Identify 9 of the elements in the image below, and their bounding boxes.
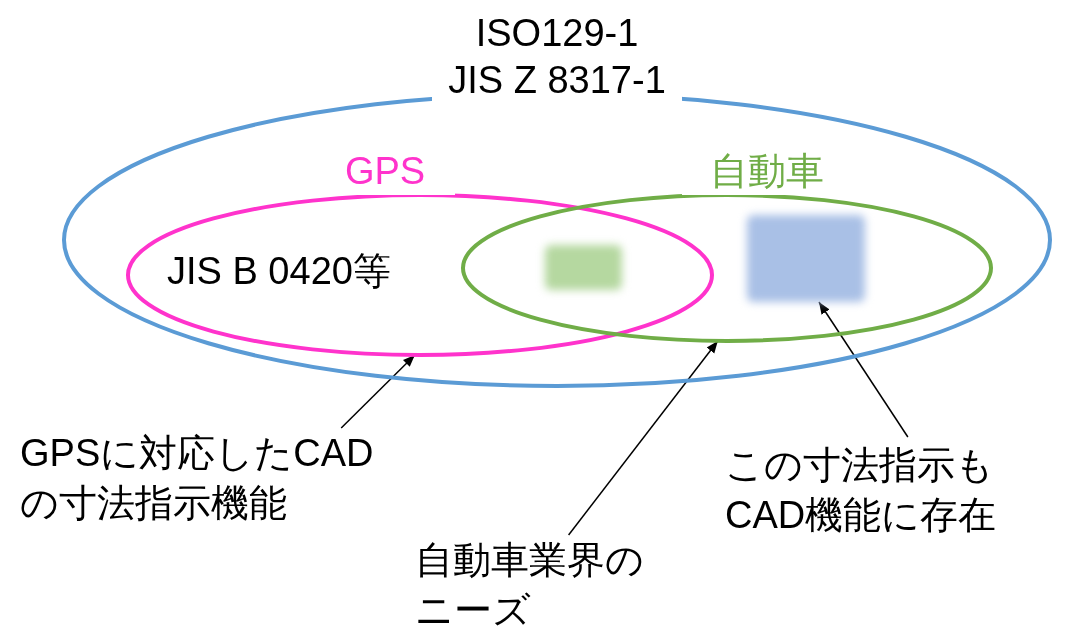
annotation-text: この寸法指示もCAD機能に存在 — [725, 440, 1068, 540]
blurred-box — [747, 215, 865, 302]
annotation-text: 自動車業界のニーズ — [415, 535, 655, 635]
leader-arrow — [567, 340, 719, 536]
leader-arrow — [340, 354, 416, 429]
leader-arrow — [818, 301, 909, 438]
set-label: JIS B 0420等 — [167, 249, 392, 294]
blurred-box — [545, 245, 622, 290]
annotation-text: GPSに対応したCADの寸法指示機能 — [20, 428, 385, 528]
